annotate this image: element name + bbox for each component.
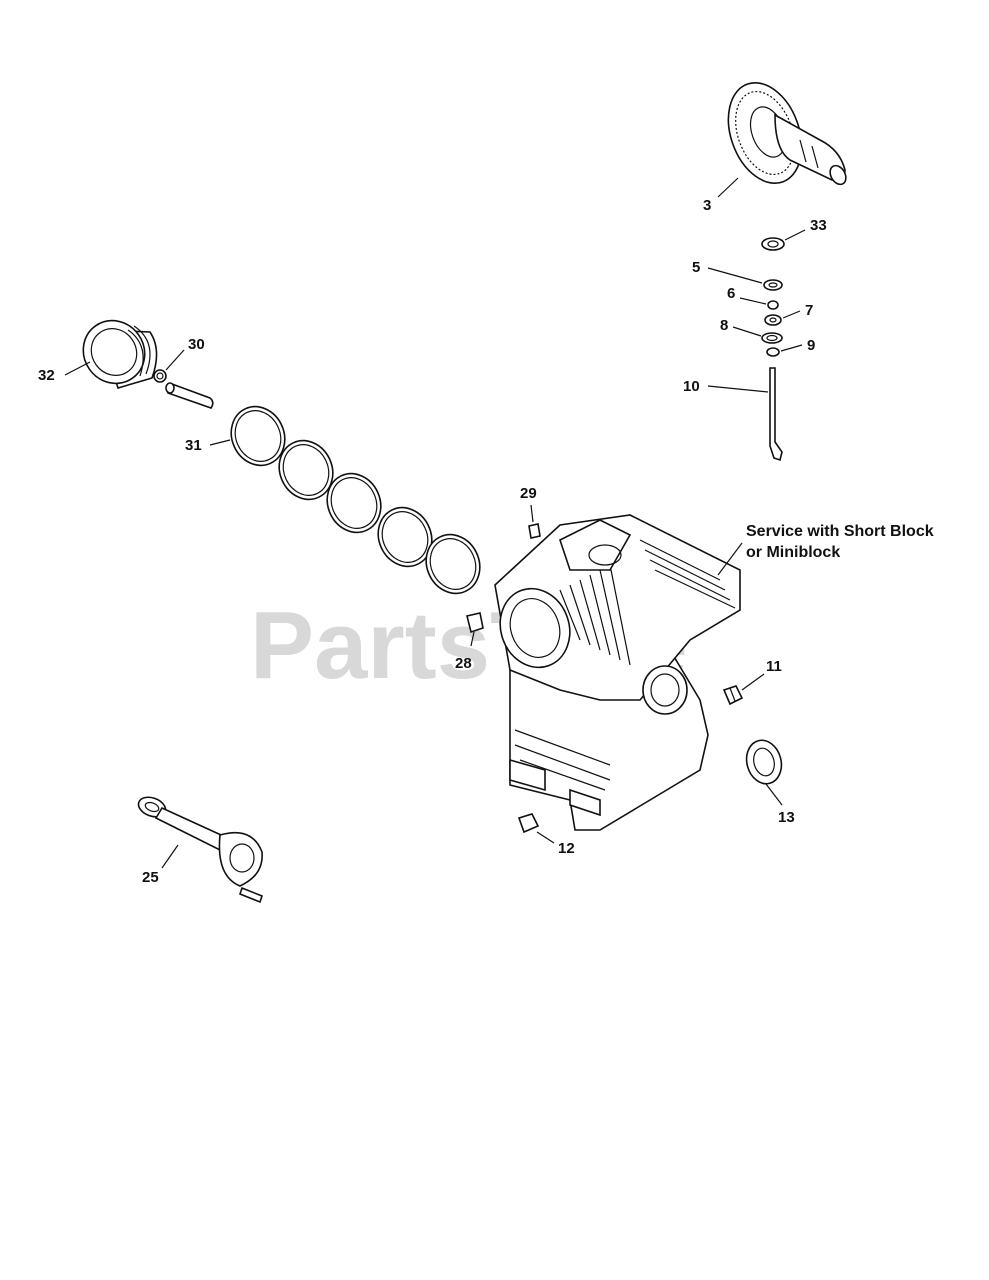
callout-3: 3 xyxy=(703,197,711,214)
part-25-connecting-rod[interactable] xyxy=(136,794,263,904)
callout-10: 10 xyxy=(683,378,700,395)
part-30-clip[interactable] xyxy=(153,369,167,383)
callout-33: 33 xyxy=(810,217,827,234)
service-note-line1: Service with Short Block xyxy=(746,523,934,540)
callout-12: 12 xyxy=(558,840,575,857)
callout-8: 8 xyxy=(720,317,728,334)
callout-31: 31 xyxy=(185,437,202,454)
crankcase-block[interactable] xyxy=(489,514,741,831)
part-28-plug[interactable] xyxy=(466,612,484,634)
part-29-dowel[interactable] xyxy=(528,523,541,539)
service-note-line2: or Miniblock xyxy=(746,544,840,561)
callout-7: 7 xyxy=(805,302,813,319)
callout-32: 32 xyxy=(38,367,55,384)
part-8-washer[interactable] xyxy=(761,332,783,344)
callout-5: 5 xyxy=(692,259,700,276)
piston-pin[interactable] xyxy=(165,382,214,409)
part-6-bushing[interactable] xyxy=(767,300,779,310)
callout-25: 25 xyxy=(142,869,159,886)
callout-9: 9 xyxy=(807,337,815,354)
part-10-shaft[interactable] xyxy=(769,367,783,462)
part-7-washer[interactable] xyxy=(764,314,782,326)
part-9-nut[interactable] xyxy=(766,347,780,357)
part-5-washer[interactable] xyxy=(763,279,783,291)
part-32-piston[interactable] xyxy=(71,309,158,396)
part-12-plug[interactable] xyxy=(517,813,540,834)
part-13-oil-seal[interactable] xyxy=(742,736,786,787)
callout-6: 6 xyxy=(727,285,735,302)
callout-29: 29 xyxy=(520,485,537,502)
part-3-camshaft[interactable] xyxy=(715,73,849,194)
part-31-rings[interactable] xyxy=(222,398,489,602)
callout-30: 30 xyxy=(188,336,205,353)
callout-28: 28 xyxy=(455,655,472,672)
part-33-washer[interactable] xyxy=(761,237,785,251)
callout-13: 13 xyxy=(778,809,795,826)
callout-11: 11 xyxy=(766,658,782,675)
part-11-fitting[interactable] xyxy=(722,685,744,706)
